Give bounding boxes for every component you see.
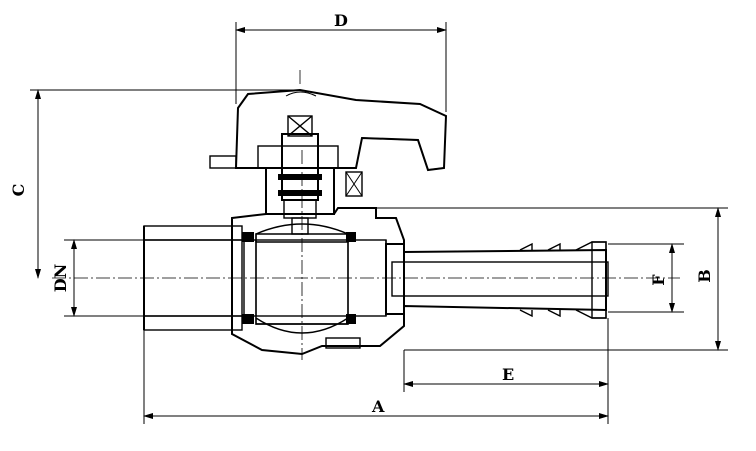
dimension-f: F (608, 243, 684, 313)
dimension-d: D (235, 11, 447, 112)
dimension-e-label: E (502, 365, 514, 384)
valve-stem (257, 115, 363, 235)
dimension-e: E (403, 318, 609, 424)
hose-barb (385, 241, 609, 319)
dimension-f-label: F (649, 274, 668, 286)
dimension-d-label: D (334, 11, 348, 30)
dimension-dn-label: DN (51, 264, 70, 293)
valve-body (143, 207, 405, 356)
dimension-c: C (9, 89, 300, 279)
dimension-b: B (376, 207, 728, 351)
valve-handle (209, 70, 448, 172)
dimension-a-label: A (371, 397, 385, 416)
dimension-a: A (143, 330, 609, 424)
dimension-b-label: B (695, 269, 714, 283)
dimension-dn: DN (51, 239, 144, 317)
dimension-c-label: C (9, 184, 28, 197)
